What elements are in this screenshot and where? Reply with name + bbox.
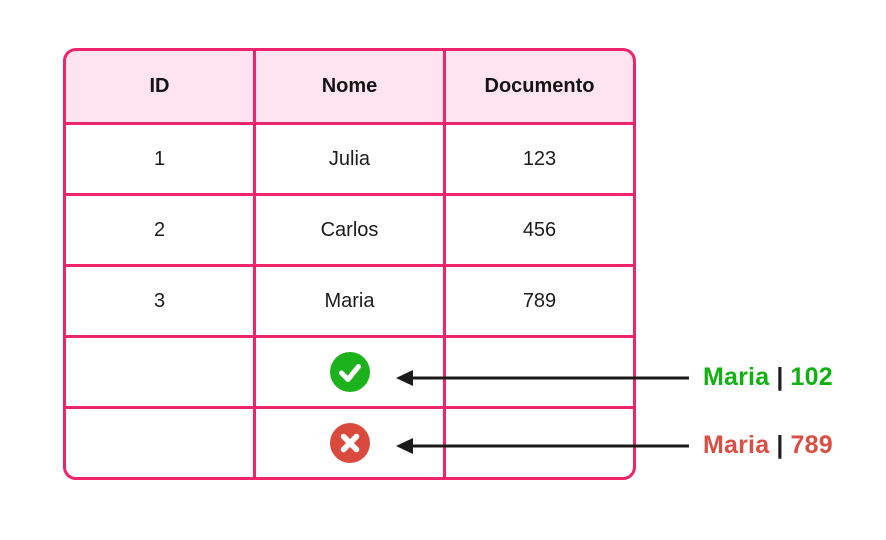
annotation-name: Maria bbox=[703, 362, 770, 391]
annotation-value: 102 bbox=[790, 362, 833, 391]
table-cell-status-error bbox=[256, 409, 443, 477]
table-cell-empty bbox=[446, 338, 633, 406]
table-cell-empty bbox=[66, 338, 253, 406]
annotation-error: Maria|789 bbox=[703, 431, 833, 460]
table-cell-nome: Carlos bbox=[256, 196, 443, 264]
column-header-nome: Nome bbox=[256, 51, 443, 122]
table-cell-id: 2 bbox=[66, 196, 253, 264]
table-cell-nome: Maria bbox=[256, 267, 443, 335]
table-cell-empty bbox=[446, 409, 633, 477]
table-cell-documento: 123 bbox=[446, 125, 633, 193]
column-header-id: ID bbox=[66, 51, 253, 122]
table-cell-empty bbox=[66, 409, 253, 477]
annotation-success: Maria|102 bbox=[703, 363, 833, 392]
table-cell-status-success bbox=[256, 338, 443, 406]
table-cell-documento: 456 bbox=[446, 196, 633, 264]
pipe-separator: | bbox=[776, 362, 784, 391]
table-cell-nome: Julia bbox=[256, 125, 443, 193]
table-cell-id: 1 bbox=[66, 125, 253, 193]
annotation-value: 789 bbox=[790, 430, 833, 459]
column-header-documento: Documento bbox=[446, 51, 633, 122]
annotation-name: Maria bbox=[703, 430, 770, 459]
check-circle-icon bbox=[329, 352, 370, 392]
table-cell-documento: 789 bbox=[446, 267, 633, 335]
x-circle-icon bbox=[329, 423, 370, 463]
pipe-separator: | bbox=[776, 430, 784, 459]
table-cell-id: 3 bbox=[66, 267, 253, 335]
records-table: ID Nome Documento 1 Julia 123 2 Carlos 4… bbox=[63, 48, 636, 480]
